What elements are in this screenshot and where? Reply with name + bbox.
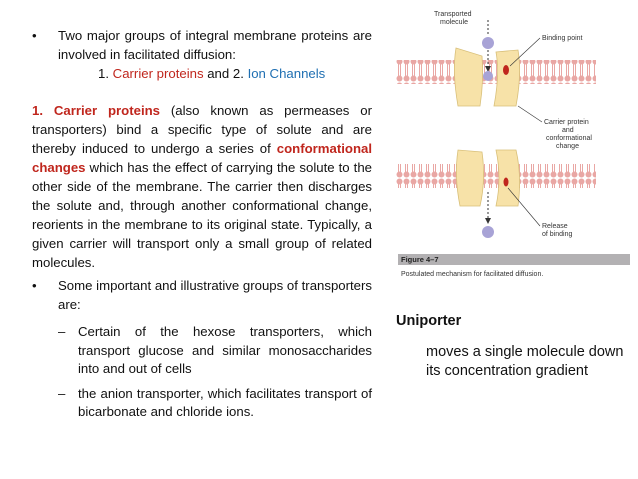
- label-carrier-3: conformational: [546, 135, 592, 142]
- facilitated-diffusion-figure: Transported molecule Binding point Carri…: [396, 11, 630, 278]
- carrier-protein-left-1: [454, 47, 484, 107]
- bullet-marker: •: [32, 28, 37, 43]
- label-release-2: of binding: [542, 231, 572, 238]
- sub-hexose-text: Certain of the hexose transporters, whic…: [78, 324, 372, 376]
- carrier-heading: 1. Carrier proteins: [32, 103, 161, 118]
- bullet-groups-text: Two major groups of integral membrane pr…: [58, 28, 372, 62]
- carrier-proteins-label: Carrier proteins: [112, 66, 204, 81]
- label-carrier-1: Carrier protein: [544, 119, 589, 126]
- label-carrier-2: and: [562, 127, 574, 134]
- text-column: • Two major groups of integral membrane …: [32, 26, 372, 422]
- bullet-transporters-text: Some important and illustrative groups o…: [58, 278, 372, 312]
- binding-point-2: [503, 177, 509, 187]
- dash-marker: –: [58, 324, 66, 339]
- numbered-groups: 1. Carrier proteins and 2. Ion Channels: [32, 64, 372, 83]
- figure-number: Figure 4–7: [401, 255, 439, 264]
- bullet-marker: •: [32, 278, 37, 293]
- carrier-paragraph: 1. Carrier proteins (also known as perme…: [32, 101, 372, 272]
- label-molecule: molecule: [440, 19, 468, 26]
- sub-anion-text: the anion transporter, which facilitates…: [78, 385, 372, 420]
- figure-number-bar: [398, 254, 630, 265]
- membrane-top: [396, 60, 596, 84]
- carrier-protein-left-2: [456, 149, 484, 207]
- dash-marker: –: [58, 385, 66, 401]
- uniporter-description: moves a single molecule down its concent…: [426, 344, 624, 379]
- para-part1: (also known as permeases or transporters…: [32, 103, 372, 156]
- molecule-top: [482, 37, 494, 49]
- ion-channels-label: Ion Channels: [247, 66, 326, 81]
- carrier-protein-right-2: [495, 149, 520, 207]
- binding-point-1: [503, 65, 509, 75]
- label-release-1: Release: [542, 223, 568, 230]
- num-mid: and 2.: [203, 66, 248, 81]
- carrier-protein-right-1: [493, 49, 520, 107]
- figure-caption: Postulated mechanism for facilitated dif…: [401, 271, 543, 278]
- bullet-transporters: • Some important and illustrative groups…: [32, 276, 372, 314]
- label-transported: Transported: [434, 11, 472, 18]
- sub-anion: – the anion transporter, which facilitat…: [32, 385, 372, 422]
- molecule-bound: [483, 71, 493, 81]
- bullet-groups: • Two major groups of integral membrane …: [32, 26, 372, 64]
- molecule-released: [482, 226, 494, 238]
- conformational-highlight: conformational changes: [32, 141, 372, 175]
- membrane-bottom: [396, 164, 596, 188]
- sub-hexose: – Certain of the hexose transporters, wh…: [32, 323, 372, 379]
- para-part2: which has the effect of carrying the sol…: [32, 160, 372, 270]
- label-binding-point: Binding point: [542, 35, 583, 42]
- uniporter-title: Uniporter: [396, 313, 462, 329]
- label-carrier-4: change: [556, 143, 579, 150]
- num-prefix: 1.: [98, 66, 113, 81]
